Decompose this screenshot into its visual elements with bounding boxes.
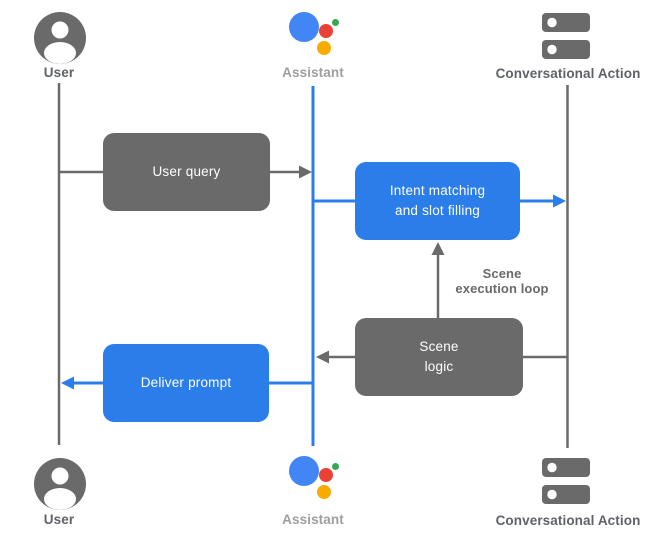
google-assistant-logo-icon	[289, 456, 339, 499]
actor-label-conversational-action: Conversational Action	[495, 66, 641, 81]
arrowhead-right-icon	[299, 165, 312, 179]
actor-label-assistant: Assistant	[282, 512, 344, 527]
arrowhead-right-icon	[553, 194, 566, 208]
step-user-query: User query	[103, 133, 270, 211]
step-intent-matching: Intent matching and slot filling	[355, 162, 520, 240]
user-icon	[34, 458, 86, 510]
server-icon	[542, 458, 590, 504]
user-icon	[34, 12, 86, 64]
google-assistant-logo-icon	[289, 12, 339, 55]
server-icon	[542, 13, 590, 59]
scene-loop-arrow	[431, 242, 445, 318]
actor-label-user: User	[43, 512, 75, 527]
arrowhead-left-icon	[61, 376, 74, 390]
arrowhead-left-icon	[316, 350, 329, 364]
step-deliver-prompt: Deliver prompt	[103, 344, 269, 422]
step-scene-logic: Scene logic	[355, 318, 523, 396]
scene-execution-loop-label: Scene execution loop	[455, 266, 549, 297]
actor-label-assistant: Assistant	[282, 65, 344, 80]
arrowhead-up-icon	[431, 242, 445, 255]
actor-label-conversational-action: Conversational Action	[495, 513, 641, 528]
actor-label-user: User	[43, 65, 75, 80]
